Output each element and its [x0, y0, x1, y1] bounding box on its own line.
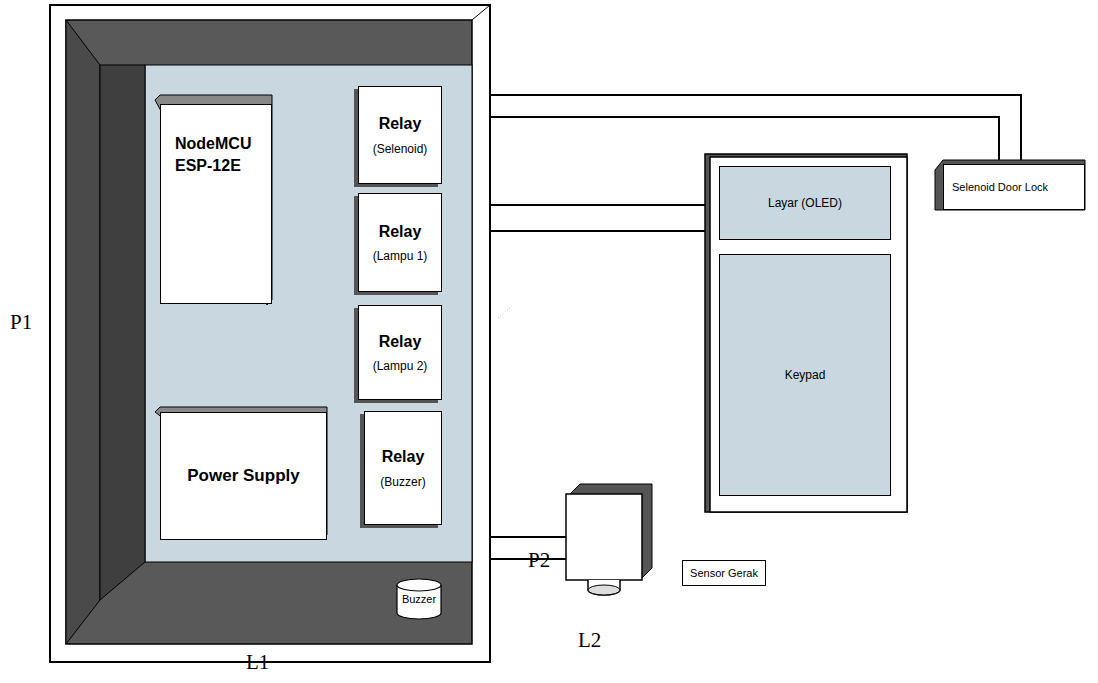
node-title: Sensor Gerak [690, 566, 758, 581]
buzzer-cylinder: Buzzer [396, 578, 442, 620]
dimension-label: L2 [578, 628, 601, 653]
relay-box: Relay (Lampu 2) [358, 305, 442, 400]
node-title: Selenoid Door Lock [952, 180, 1048, 195]
node-subtitle: (Lampu 1) [373, 248, 428, 264]
node-title: Relay [379, 221, 422, 243]
node-subtitle: (Buzzer) [380, 474, 425, 490]
sensor-label-box: Sensor Gerak [682, 560, 766, 586]
oled-screen: Layar (OLED) [719, 166, 891, 240]
node-title: Relay [379, 331, 422, 353]
motion-sensor [566, 484, 652, 595]
lock-body [935, 160, 1085, 210]
board-side [155, 95, 272, 305]
node-title: Relay [379, 113, 422, 135]
psu-side [155, 407, 327, 540]
dimension-label: L1 [246, 650, 269, 675]
node-subtitle: (Lampu 2) [373, 358, 428, 374]
node-title: Layar (OLED) [768, 195, 842, 211]
door-lock-box: Selenoid Door Lock [943, 164, 1085, 210]
node-title: NodeMCU ESP-12E [175, 133, 265, 176]
relay-box: Relay (Buzzer) [364, 411, 442, 525]
keypad-area: Keypad [719, 254, 891, 496]
node-title: Relay [382, 446, 425, 468]
relay-box: Relay (Selenoid) [358, 86, 442, 184]
dimension-label: P1 [10, 310, 32, 335]
power-supply-box: Power Supply [160, 412, 327, 540]
stray-mark [498, 306, 512, 318]
dimension-label: P2 [528, 548, 550, 573]
keypad-housing [705, 154, 907, 512]
microcontroller-box: NodeMCU ESP-12E [160, 104, 272, 304]
node-subtitle: (Selenoid) [373, 141, 428, 157]
node-title: Keypad [785, 367, 826, 383]
node-title: Buzzer [402, 592, 436, 607]
node-title: Power Supply [187, 465, 299, 488]
cable [480, 106, 1010, 548]
enclosure-box [50, 5, 490, 662]
relay-box: Relay (Lampu 1) [358, 193, 442, 292]
